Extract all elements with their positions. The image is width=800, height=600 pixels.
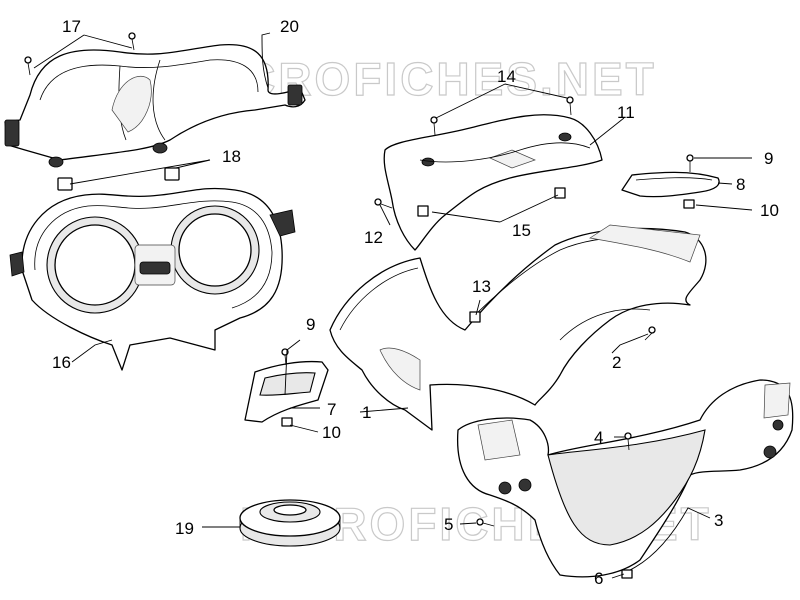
part-14-screws (430, 96, 574, 136)
callout-18: 18 (222, 147, 241, 166)
part-20-speedometer-cover (4, 43, 306, 168)
callout-9-right: 9 (764, 149, 773, 168)
part-3-handlebar-cover (456, 379, 794, 578)
callout-20: 20 (280, 17, 299, 36)
callout-8: 8 (736, 175, 745, 194)
part-5-screw (476, 518, 495, 527)
leader-lines (33, 32, 753, 579)
callout-9-left: 9 (306, 315, 315, 334)
part-6-clip (621, 569, 633, 579)
callout-13: 13 (472, 277, 491, 296)
callout-3: 3 (714, 511, 723, 530)
part-11-upper-cover (383, 114, 603, 251)
callout-10-right: 10 (760, 201, 779, 220)
callout-1: 1 (362, 403, 371, 422)
callout-6: 6 (594, 569, 603, 588)
callout-2: 2 (612, 353, 621, 372)
part-16-instrument-housing (9, 187, 296, 371)
callout-14: 14 (497, 67, 516, 86)
callout-4: 4 (594, 428, 603, 447)
callout-15: 15 (512, 221, 531, 240)
part-2-screw (644, 326, 656, 341)
part-19-round-seal (239, 499, 341, 547)
callout-11: 11 (617, 103, 635, 122)
part-18-clip-nuts (57, 167, 180, 191)
part-8-trim-piece (621, 154, 720, 209)
callout-19: 19 (175, 519, 194, 538)
part-12-screw (374, 198, 393, 209)
callout-16: 16 (52, 353, 71, 372)
callout-10-left: 10 (322, 423, 341, 442)
part-7-small-lid (244, 348, 329, 427)
part-1-front-shield (329, 224, 707, 431)
part-4-screw (624, 432, 632, 451)
callout-labels: 1 2 3 4 5 6 7 8 9 9 10 10 11 12 13 14 15… (52, 17, 779, 588)
part-17-screws (24, 32, 136, 76)
callout-17: 17 (62, 17, 81, 36)
callout-7: 7 (327, 400, 336, 419)
callout-5: 5 (444, 515, 453, 534)
callout-12: 12 (364, 228, 383, 247)
